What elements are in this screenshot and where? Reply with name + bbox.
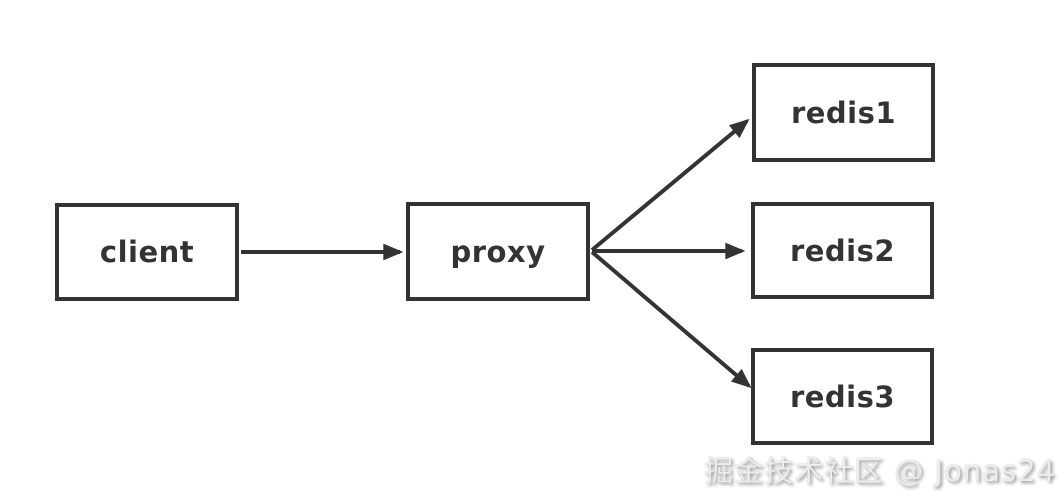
edge-proxy-redis1	[590, 118, 750, 252]
node-redis1-label: redis1	[790, 95, 897, 130]
node-client-label: client	[99, 235, 195, 269]
node-proxy: proxy	[406, 202, 590, 301]
node-redis1: redis1	[752, 63, 935, 162]
edge-proxy-redis3	[590, 250, 752, 389]
node-client: client	[55, 203, 239, 301]
node-redis3: redis3	[751, 348, 934, 445]
node-redis2: redis2	[751, 202, 934, 299]
node-redis2-label: redis2	[789, 233, 896, 268]
node-proxy-label: proxy	[450, 234, 546, 269]
watermark: 掘金技术社区 @ Jonas24	[704, 454, 1056, 488]
node-redis3-label: redis3	[789, 379, 896, 414]
